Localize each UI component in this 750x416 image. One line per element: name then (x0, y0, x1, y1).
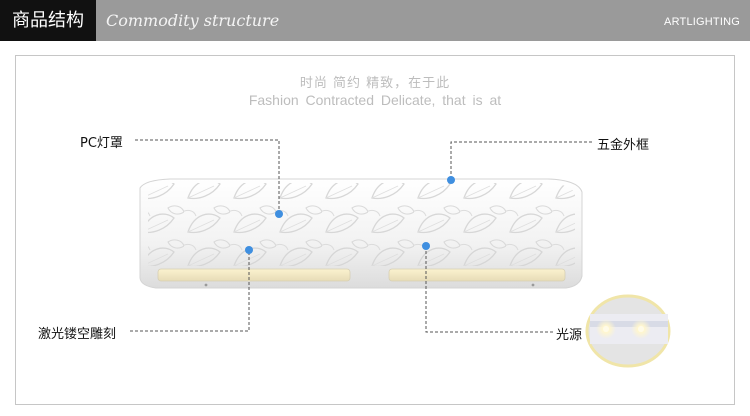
callout-dot-light-source (422, 242, 430, 250)
lamp-body (139, 178, 583, 289)
callout-dot-pc-shade (275, 210, 283, 218)
tagline-english: Fashion Contracted Delicate, that is at (248, 92, 502, 108)
section-subtitle: Commodity structure (106, 11, 280, 30)
callout-dot-frame (447, 176, 455, 184)
header-bar: 商品结构 Commodity structure ARTLIGHTING (0, 0, 750, 41)
label-light-source: 光源 (556, 328, 583, 343)
light-source-inset (585, 294, 671, 368)
tagline-chinese: 时尚 简约 精致，在于此 (299, 76, 451, 91)
label-pc-shade: PC灯罩 (80, 136, 123, 151)
callout-dot-carving (245, 246, 253, 254)
label-laser-carving: 激光镂空雕刻 (38, 327, 117, 342)
label-frame: 五金外框 (597, 138, 650, 153)
brand-name: ARTLIGHTING (664, 16, 740, 28)
leader-lines (130, 139, 592, 333)
section-title: 商品结构 (0, 0, 96, 41)
